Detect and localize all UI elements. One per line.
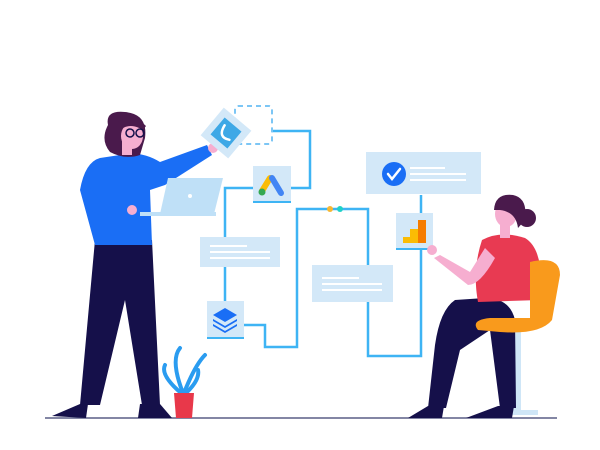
status-dot-orange	[327, 206, 333, 212]
layers-card	[207, 301, 244, 339]
potted-plant	[162, 346, 207, 418]
woman-sitting	[408, 194, 560, 418]
text-card-2	[312, 265, 393, 302]
analytics-card	[396, 213, 433, 250]
woman-standing	[52, 111, 223, 418]
layers-icon	[213, 308, 237, 333]
status-dot-teal	[337, 206, 343, 212]
analytics-icon	[403, 220, 426, 243]
google-ads-card	[253, 166, 291, 203]
check-card	[366, 152, 481, 194]
connector-lines	[223, 129, 423, 358]
chair-stem	[513, 330, 521, 412]
moon-app-icon	[220, 124, 231, 142]
check-circle-icon	[382, 162, 406, 186]
text-card-1	[200, 237, 280, 267]
moon-app-card	[200, 107, 252, 159]
google-ads-icon	[258, 175, 284, 196]
